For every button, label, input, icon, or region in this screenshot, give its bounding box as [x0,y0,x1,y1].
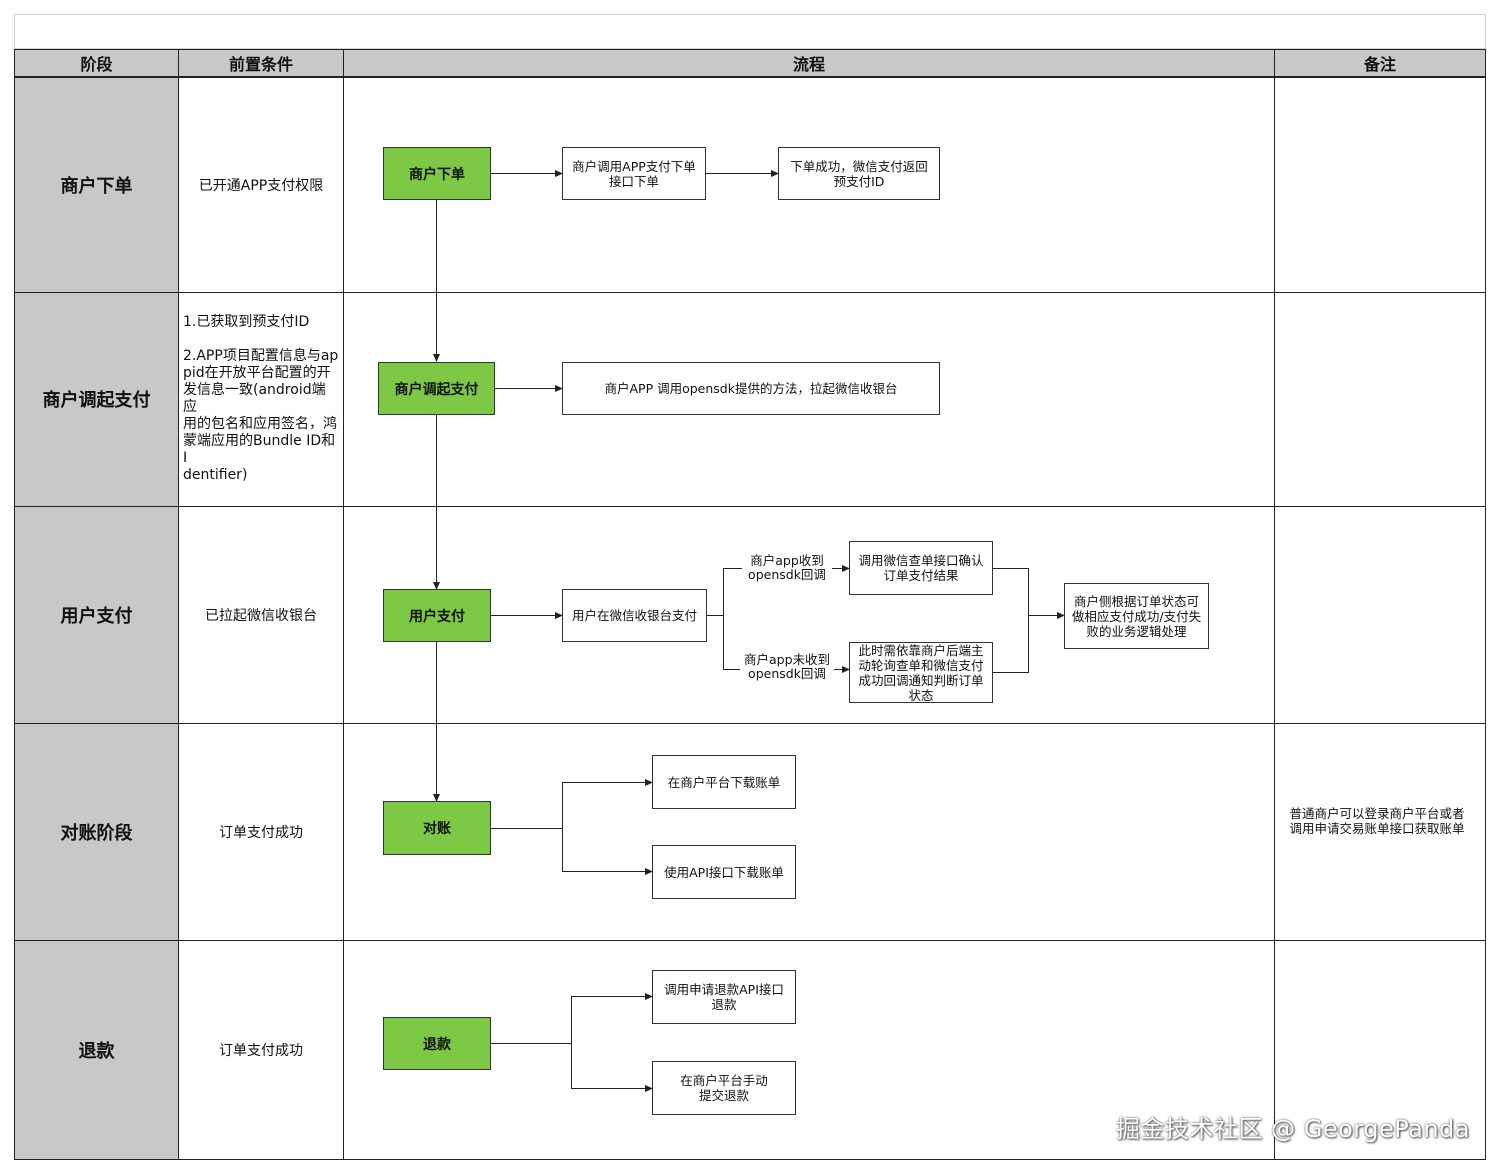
no-callback-edge-label: 商户app未收到opensdk回调 [740,653,834,681]
invoke-desc-node: 商户APP 调用opensdk提供的方法，拉起微信收银台 [562,362,940,415]
pay-in-cashier-node: 用户在微信收银台支付 [562,589,707,642]
reconcile-note: 普通商户可以登录商户平台或者调用申请交易账单接口获取账单 [1289,806,1465,836]
reconcile-node: 对账 [383,801,491,855]
merchant-handle-node: 商户侧根据订单状态可做相应支付成功/支付失败的业务逻辑处理 [1064,583,1209,649]
download-api-node: 使用API接口下载账单 [652,845,796,899]
precondition-cell: 已拉起微信收银台 [205,607,317,624]
header-note: 备注 [1274,49,1486,77]
precondition-cell: 已开通APP支付权限 [198,177,324,194]
merchant-invoke-node: 商户调起支付 [378,362,495,415]
order-success-node: 下单成功，微信支付返回预支付ID [778,147,940,200]
stage-cell: 用户支付 [14,506,179,723]
refund-manual-node: 在商户平台手动提交退款 [652,1061,796,1115]
stage-cell: 商户下单 [14,77,179,292]
precondition-cell: 订单支付成功 [219,1042,303,1059]
call-api-node: 商户调用APP支付下单接口下单 [562,147,706,200]
stage-cell: 退款 [14,940,179,1159]
callback-edge-label: 商户app收到opensdk回调 [742,554,832,582]
header-flow: 流程 [343,49,1275,77]
merchant-order-node: 商户下单 [383,147,491,200]
download-platform-node: 在商户平台下载账单 [652,755,796,809]
user-pay-node: 用户支付 [383,589,491,642]
precondition-cell: 1.已获取到预支付ID 2.APP项目配置信息与ap pid在开放平台配置的开 … [183,314,339,483]
precondition-cell: 订单支付成功 [219,824,303,841]
header-stage: 阶段 [14,49,179,77]
poll-query-node: 此时需依靠商户后端主动轮询查单和微信支付成功回调通知判断订单状态 [849,642,993,703]
stage-cell: 对账阶段 [14,723,179,940]
refund-api-node: 调用申请退款API接口退款 [652,970,796,1024]
stage-cell: 商户调起支付 [14,292,179,506]
refund-node: 退款 [383,1017,491,1070]
title-bar [14,14,1486,49]
watermark: 掘金技术社区 @ GeorgePanda [1115,1115,1470,1143]
query-order-node: 调用微信查单接口确认订单支付结果 [849,541,993,595]
